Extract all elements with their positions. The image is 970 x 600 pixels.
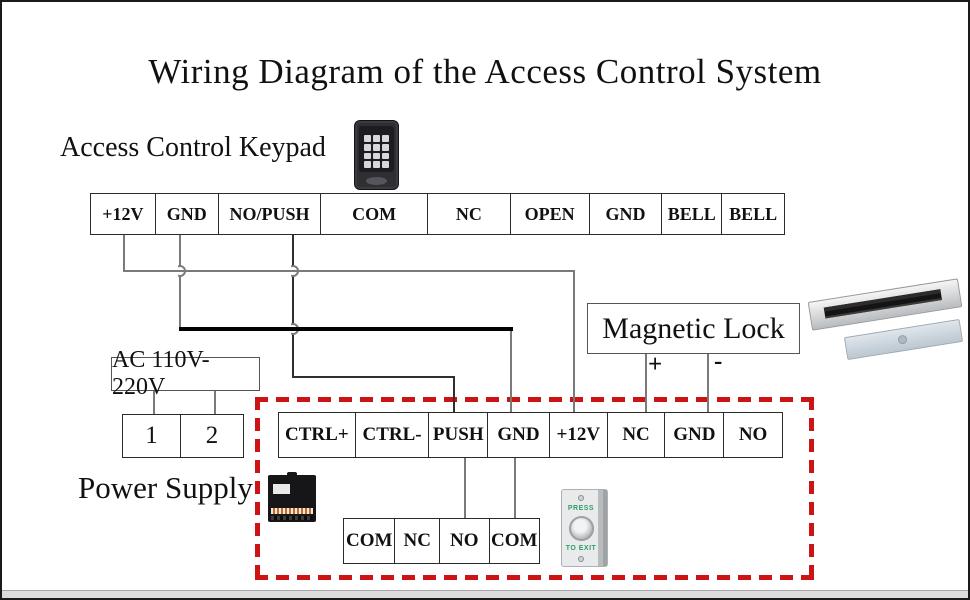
psu-tab (287, 472, 297, 477)
wire-push-down (453, 376, 455, 412)
terminal-12v: +12V (102, 203, 144, 224)
terminal-open: OPEN (509, 194, 589, 234)
psu-label-sticker (273, 484, 290, 494)
terminal-ps-12v: +12V (548, 413, 607, 457)
power-supply-label: Power Supply (78, 470, 253, 505)
exit-button-icon: PRESS TO EXIT (561, 489, 608, 567)
terminal-nc: NC (427, 194, 510, 234)
keypad-label: Access Control Keypad (60, 132, 326, 163)
terminal-ctrl-plus: CTRL+ (285, 424, 349, 445)
wire-push-drop (292, 235, 294, 378)
keypad-keys (364, 135, 389, 168)
terminal-ps-no: NO (723, 413, 782, 457)
bottom-window-bar (2, 590, 968, 598)
relay-nc: NC (394, 519, 439, 563)
dashed-boundary-bottom (255, 575, 814, 580)
terminal-gnd2: GND (588, 194, 662, 234)
wire-gnd-to-com (514, 458, 516, 518)
exit-button-screw-bottom (578, 556, 584, 562)
psu-terminal-feet (271, 516, 313, 520)
wire-gnd-drop (179, 235, 181, 329)
page-title: Wiring Diagram of the Access Control Sys… (148, 52, 822, 91)
ac-terminal-1: 1 (145, 422, 158, 449)
ac-input-box: AC 110V-220V (111, 347, 260, 400)
power-supply-terminal-row: CTRL+ CTRL- PUSH GND +12V NC GND NO (278, 412, 783, 458)
terminal-gnd: GND (154, 194, 218, 234)
terminal-ps-nc: NC (606, 413, 665, 457)
ac-terminal-2: 2 (180, 415, 243, 457)
wire-push-run (292, 376, 455, 378)
wire-12v-down (573, 270, 575, 412)
relay-no: NO (439, 519, 489, 563)
terminal-ctrl-minus: CTRL- (354, 413, 429, 457)
magnetic-lock-box: Magnetic Lock (587, 303, 800, 354)
wire-ac-1 (153, 391, 155, 414)
terminal-com: COM (320, 194, 427, 234)
terminal-no-push: NO/PUSH (217, 194, 321, 234)
wire-ac-2 (214, 391, 216, 414)
wire-12v-drop (123, 235, 125, 272)
dashed-boundary-top (255, 397, 814, 402)
dashed-boundary-right (809, 397, 814, 580)
wire-maglock-minus (707, 354, 709, 412)
ac-input-label: AC 110V-220V (112, 347, 210, 400)
terminal-ps-gnd2: GND (664, 413, 723, 457)
wire-12v-run (123, 270, 575, 272)
magnetic-lock-label: Magnetic Lock (602, 311, 785, 345)
psu-body (268, 475, 316, 522)
power-supply-icon (268, 472, 316, 524)
exit-button-button (569, 516, 594, 541)
terminal-bell1: BELL (661, 194, 721, 234)
terminal-bell2: BELL (721, 194, 784, 234)
exit-button-toexit-text: TO EXIT (565, 545, 597, 552)
relay-com1: COM (346, 530, 393, 551)
keypad-terminal-row: +12V GND NO/PUSH COM NC OPEN GND BELL BE… (90, 193, 785, 235)
maglock-minus-label: - (714, 348, 723, 375)
access-control-keypad-icon (354, 120, 399, 190)
maglock-armature-plate (843, 318, 964, 361)
relay-terminal-row: COM NC NO COM (343, 518, 540, 564)
keypad-reader-oval (366, 177, 387, 185)
wire-maglock-plus (645, 354, 647, 412)
wire-push-to-no (464, 458, 466, 518)
dashed-boundary-left (255, 397, 260, 580)
wire-gnd-down (510, 329, 512, 412)
maglock-plus-label: + (648, 351, 663, 378)
wire-gnd-thick-run (179, 327, 513, 331)
ac-terminal-row: 1 2 (122, 414, 244, 458)
psu-terminal-strip (271, 508, 313, 514)
magnetic-lock-icon (805, 276, 967, 368)
terminal-ps-gnd: GND (487, 413, 549, 457)
exit-button-screw-top (578, 495, 584, 501)
relay-com2: COM (488, 519, 539, 563)
exit-button-press-text: PRESS (567, 505, 595, 512)
terminal-push: PUSH (428, 413, 487, 457)
